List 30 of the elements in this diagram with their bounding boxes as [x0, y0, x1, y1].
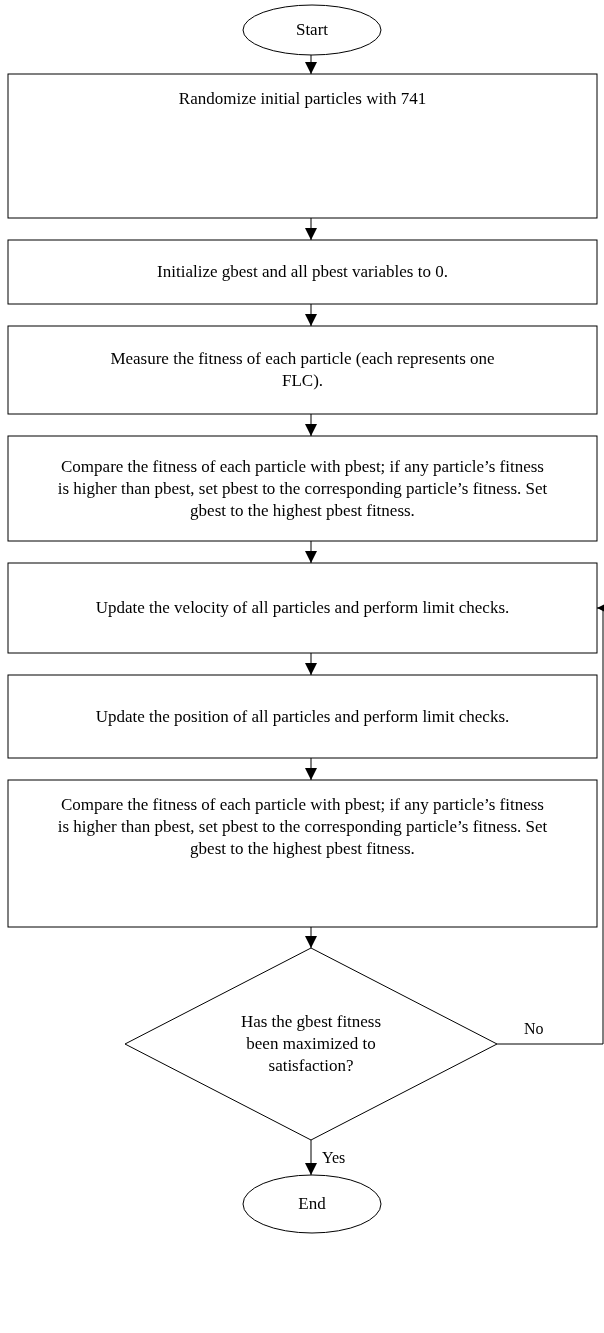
arrow	[305, 303, 317, 327]
node-text: Has the gbest fitness been maximized to satisfaction?	[239, 1011, 383, 1077]
arrow	[305, 757, 317, 781]
terminal-ellipse	[242, 4, 382, 56]
node-text: Compare the fitness of each particle with pbest; if any particle’s fitness is higher than pbest, set pbest to the corresponding particle’s fitness. Set gbest to the highest pbest fitness.	[56, 794, 549, 860]
node-text: Update the velocity of all particles and perform limit checks.	[95, 597, 510, 619]
arrow	[305, 217, 317, 241]
arrow	[305, 413, 317, 437]
process-box	[7, 325, 598, 415]
node-text: Start	[295, 19, 329, 41]
node-text: Compare the fitness of each particle with pbest; if any particle’s fitness is higher than pbest, set pbest to the corresponding particle’s fitness. Set gbest to the highest pbest fitness.	[56, 455, 549, 522]
arrow	[305, 652, 317, 676]
process-box	[7, 562, 598, 654]
process-box	[7, 674, 598, 759]
decision-diamond	[124, 947, 498, 1141]
arrow	[305, 926, 317, 949]
node-text: Measure the fitness of each particle (each represents one FLC).	[109, 348, 496, 392]
process-box	[7, 779, 598, 928]
arrow	[305, 54, 317, 75]
process-box	[7, 73, 598, 219]
arrow	[305, 1139, 317, 1176]
node-text: Randomize initial particles with 741	[178, 88, 427, 110]
node-text: End	[298, 1193, 326, 1215]
arrow	[305, 540, 317, 564]
terminal-ellipse	[242, 1174, 382, 1234]
process-box	[7, 239, 598, 305]
node-text: Update the position of all particles and perform limit checks.	[95, 705, 510, 728]
node-text: Initialize gbest and all pbest variables to 0.	[157, 261, 448, 283]
arrow	[496, 602, 604, 1045]
process-box	[7, 435, 598, 542]
